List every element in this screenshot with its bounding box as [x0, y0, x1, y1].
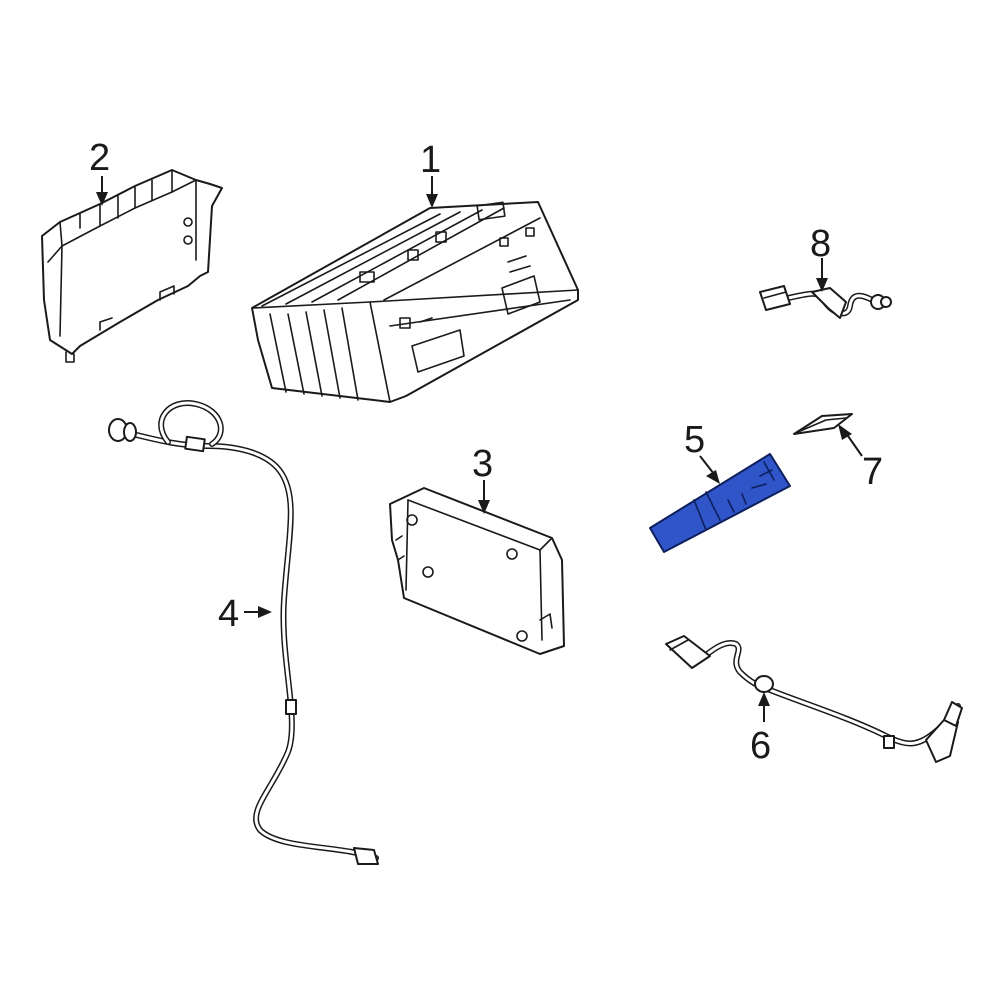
callout-leaders: [96, 176, 863, 722]
part-5-highlighted-module[interactable]: [649, 453, 791, 553]
callout-5-label: 5: [684, 419, 705, 461]
part-8-connector-pigtail[interactable]: [759, 285, 892, 319]
part-6-cable[interactable]: [665, 635, 963, 763]
part-1-radio-head-unit[interactable]: [251, 201, 579, 403]
callout-1-label: 1: [420, 139, 441, 181]
callout-4-label: 4: [218, 593, 239, 635]
callout-8-label: 8: [810, 223, 831, 265]
part-7-bracket[interactable]: [793, 413, 853, 435]
callout-6-label: 6: [750, 725, 771, 767]
part-2-module[interactable]: [41, 169, 223, 363]
callout-3-label: 3: [472, 443, 493, 485]
callout-7-label: 7: [862, 451, 883, 493]
callout-numbers: 2 1 3 4 5 6 7 8: [89, 137, 883, 767]
part-3-control-module[interactable]: [389, 487, 565, 655]
callout-2-label: 2: [89, 137, 110, 179]
part-4-antenna-cable[interactable]: [108, 400, 379, 865]
part-5-body: [649, 453, 791, 553]
